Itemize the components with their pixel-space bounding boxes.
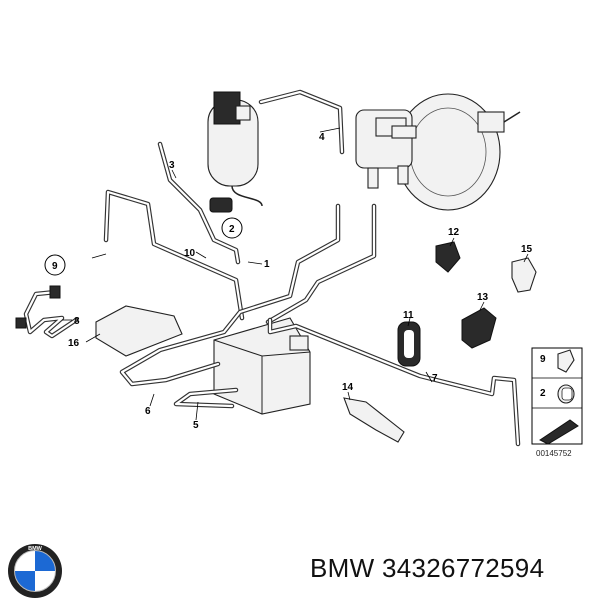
legend-item-2: 2 [540,388,546,399]
callout-13: 13 [477,292,489,303]
callout-15: 15 [521,244,533,255]
logo-letters: BMW [28,546,43,552]
callout-8: 8 [74,316,80,327]
shield-plate [95,305,183,357]
callout-12: 12 [448,227,460,238]
brake-booster [355,93,521,211]
callout-ring-2 [221,217,243,239]
callout-3: 3 [169,160,175,171]
part-number-caption: BMW 34326772594 [310,553,545,583]
hydraulic-unit [213,317,311,415]
callout-10: 10 [184,248,196,259]
callout-1: 1 [264,259,270,270]
brake-lines [15,89,521,447]
clip-parts [343,241,537,443]
image-code: 00145752 [536,449,572,458]
legend-item-9: 9 [540,354,546,365]
callout-11: 11 [403,310,414,321]
pressure-accumulator [207,91,263,213]
callout-5: 5 [193,420,199,431]
callout-4: 4 [319,132,325,143]
arrow-icon [539,419,579,445]
parts-legend: 9 2 [531,347,583,445]
callout-9: 9 [52,261,58,272]
callout-14: 14 [342,382,354,393]
bmw-logo: BMW [7,543,63,599]
callout-ring-9 [44,254,66,276]
bracket-icon [557,349,575,373]
callout-16: 16 [68,338,80,349]
callout-2: 2 [229,224,235,235]
callout-7: 7 [432,373,438,384]
callout-6: 6 [145,406,151,417]
